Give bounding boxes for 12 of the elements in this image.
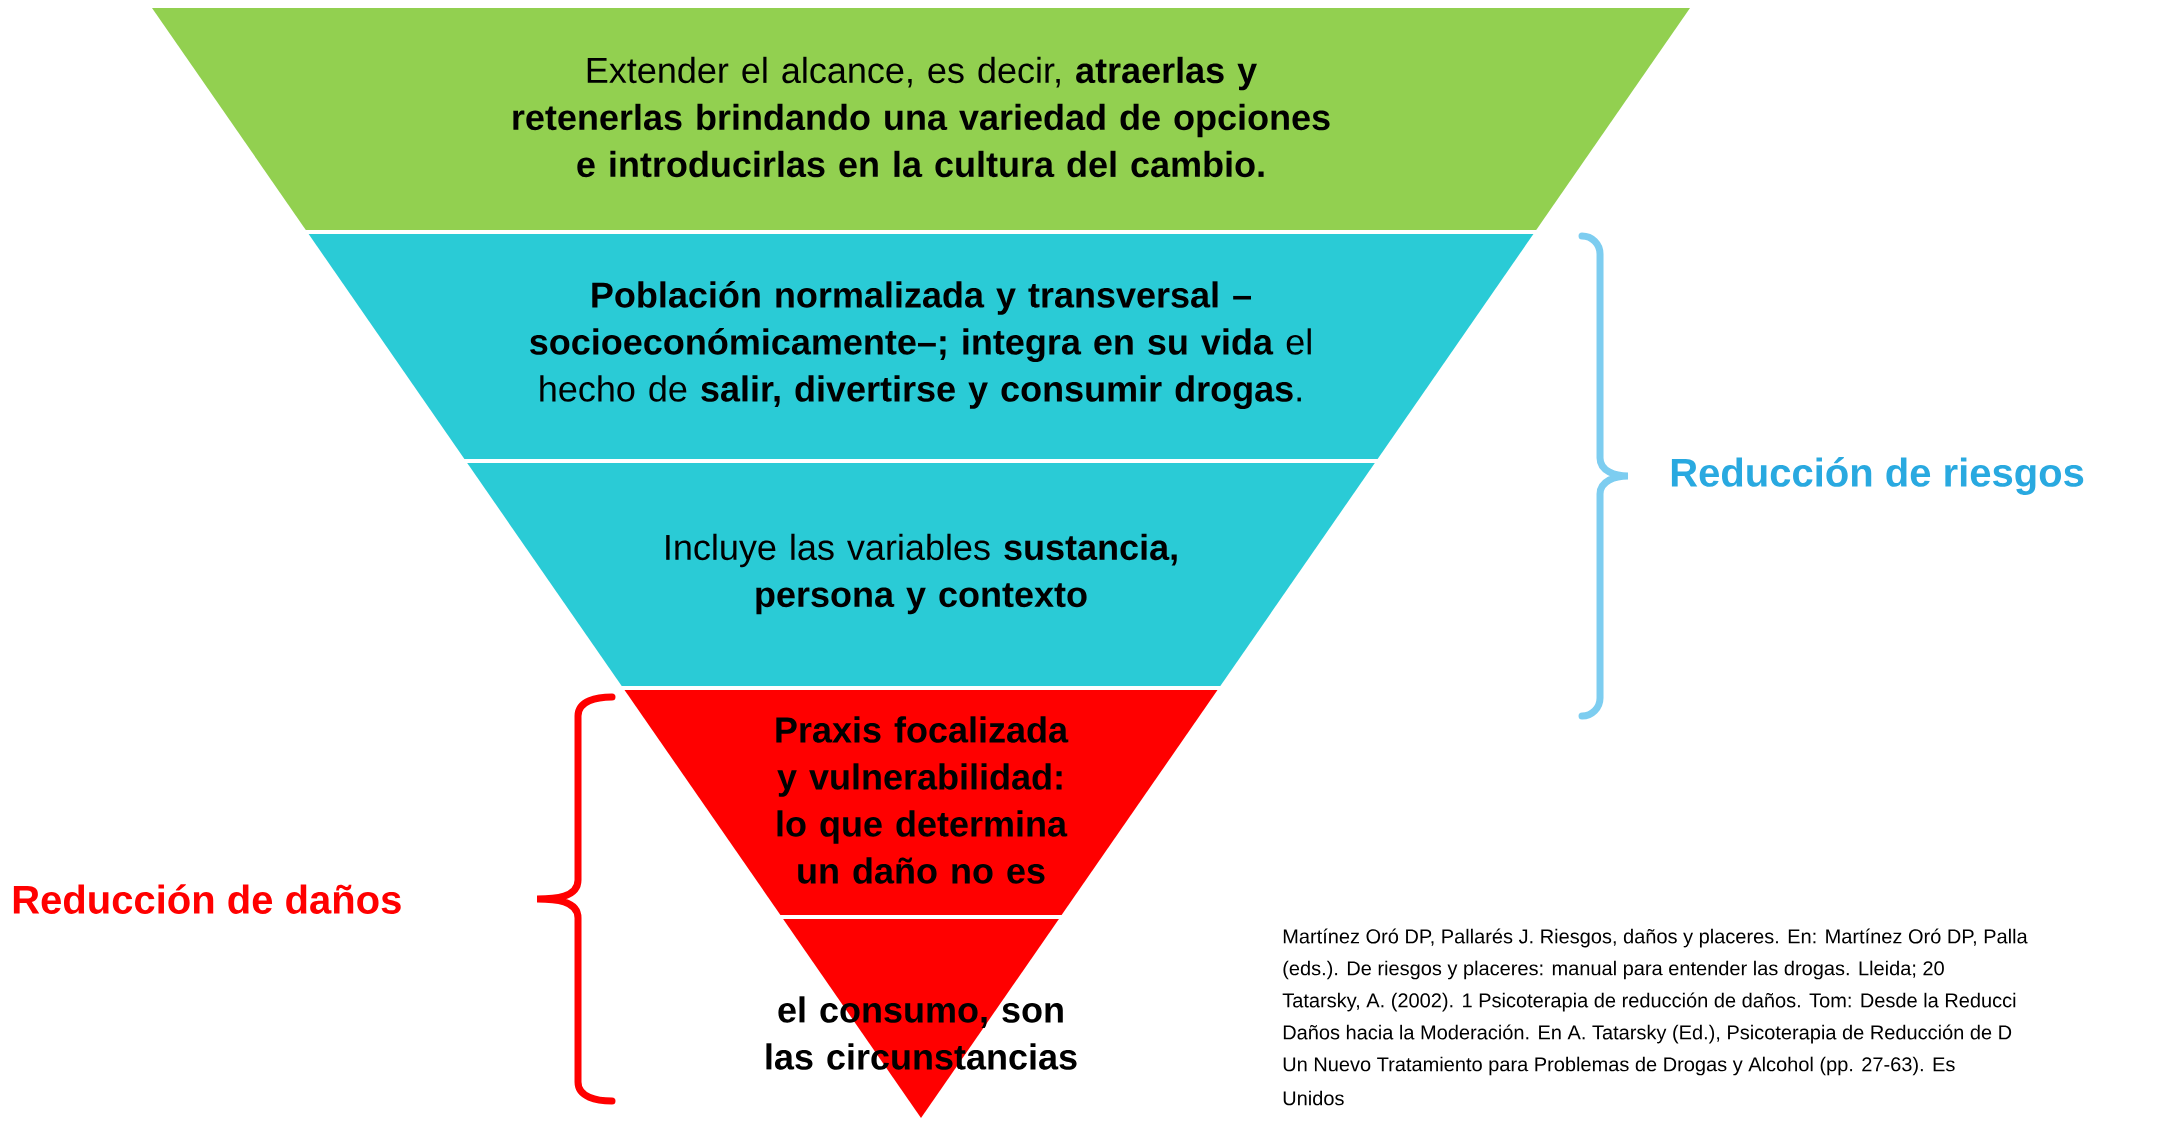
bracket-label: Reducción de daños	[13, 884, 401, 914]
reference-text: Martínez Oró DP, Pallarés J. Riesgos, daños y placeres. En: Martínez Oró DP, Palla	[1283, 928, 2028, 948]
reference-text: Tatarsky, A. (2002). 1 Psicoterapia de reducción de daños. Tom: Desde la Reducci	[1282, 992, 2016, 1012]
reference-text: Daños hacia la Moderación. En A. Tatarsky (Ed.), Psicoterapia de Reducción de D	[1283, 1024, 2012, 1044]
pyramid-band: Extender el alcance, es decir, atraerlas y retenerlas brindando una variedad de opciones e introducirlas en la cultura del cambio.	[152, 8, 1690, 230]
reference-text: Un Nuevo Tratamiento para Problemas de Drogas y Alcohol (pp. 27-63). Es	[1283, 1056, 1955, 1076]
bracket-label: Reducción de riesgos	[1671, 457, 2084, 495]
pyramid-band: Población normalizada y transversal –socioeconómicamente–; integra en su vida el hecho de salir, divertirse y consumir drogas.	[308, 234, 1534, 459]
reference-text: Unidos	[1283, 1090, 1344, 1106]
pyramid-band: Incluye las variables sustancia, persona y contexto	[467, 463, 1375, 686]
pyramid-band: Praxis focalizada y vulnerabilidad: lo que determina un daño no es	[624, 690, 1218, 915]
reference-text: (eds.). De riesgos y placeres: manual para entender las drogas. Lleida; 20	[1283, 960, 1944, 980]
